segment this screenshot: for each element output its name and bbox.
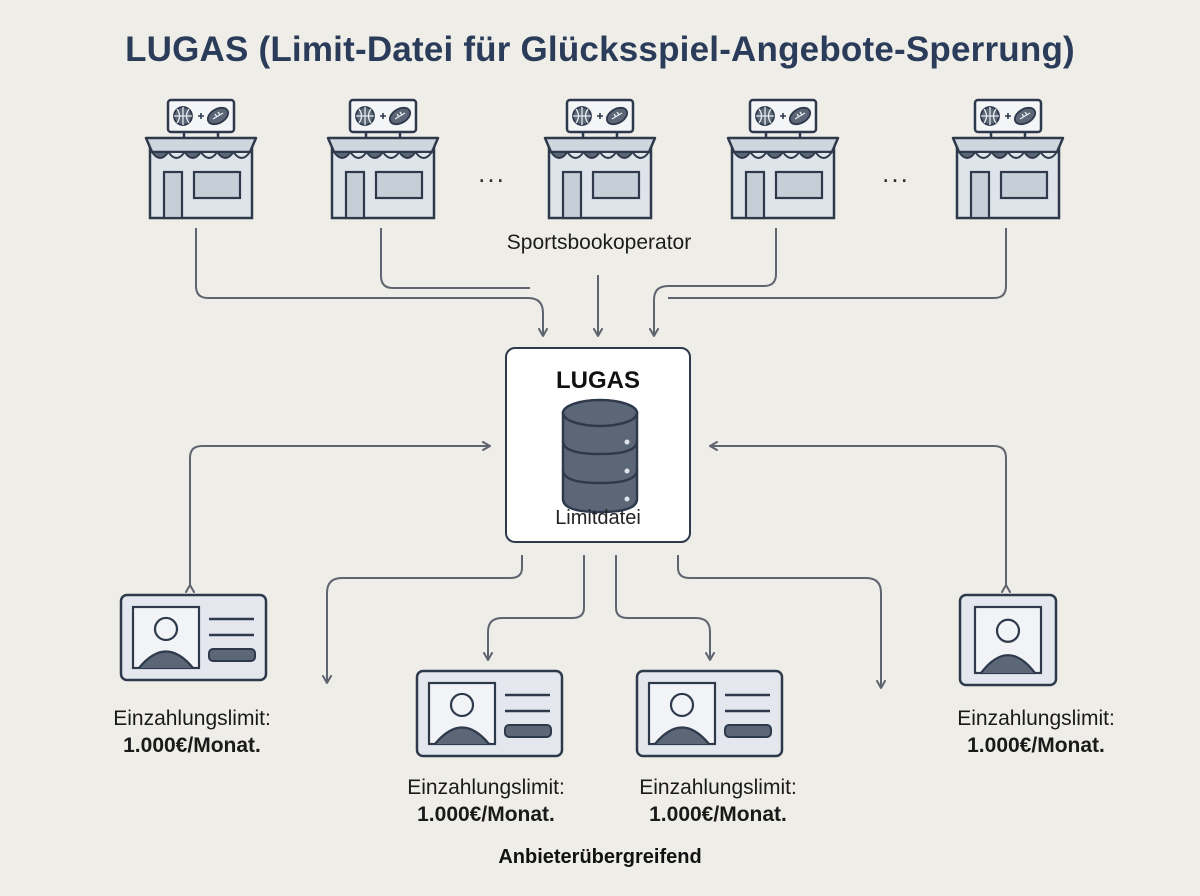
football-icon: [605, 106, 629, 126]
player-connectors: [185, 441, 1011, 689]
ellipsis-right: ...: [882, 158, 910, 188]
connector-operator-2: [381, 228, 526, 318]
player-limit-4-value: 1.000€/Monat.: [967, 734, 1105, 757]
operator-label: Sportsbookoperator: [506, 231, 692, 254]
hub-title: LUGAS: [556, 367, 640, 394]
connector-hub-right-outer: [677, 555, 886, 689]
id-card-icon: [958, 593, 1058, 687]
football-icon: [1013, 106, 1037, 126]
basketball-icon: [173, 106, 193, 126]
id-card-icon: [635, 669, 784, 758]
player-limit-1-value: 1.000€/Monat.: [123, 734, 261, 757]
connector-right-bidirectional: [709, 441, 1011, 593]
connector-hub-left-outer: [322, 555, 523, 684]
lugas-hub-box: LUGAS Limitdatei: [505, 347, 691, 543]
id-card-icon: [119, 593, 268, 682]
connector-operator-5: [668, 228, 1007, 299]
connector-operator-2-visible: [380, 228, 530, 289]
connector-hub-left-inner: [483, 555, 585, 661]
player-limit-3-value: 1.000€/Monat.: [649, 803, 787, 826]
page-title: LUGAS (Limit-Datei für Glücksspiel-Angeb…: [125, 30, 1075, 69]
player-limit-1-label: Einzahlungslimit:: [113, 707, 271, 730]
football-icon: [788, 106, 812, 126]
basketball-icon: [572, 106, 592, 126]
hub-subtitle: Limitdatei: [555, 507, 641, 529]
footer-label: Anbieterübergreifend: [498, 846, 702, 868]
player-limit-4-label: Einzahlungslimit:: [957, 707, 1115, 730]
football-icon: [388, 106, 412, 126]
database-icon: [561, 398, 638, 513]
storefront-icon: [726, 98, 840, 220]
connector-operator-1: [195, 228, 548, 337]
person-icon: [131, 605, 201, 670]
player-limit-4: Einzahlungslimit: 1.000€/Monat.: [957, 705, 1115, 759]
connector-operator-4: [649, 228, 777, 337]
connector-hub-right-inner: [615, 555, 715, 661]
connector-left-bidirectional: [185, 441, 491, 593]
player-id-cards: [119, 593, 1058, 758]
football-icon: [206, 106, 230, 126]
storefront-icon: [326, 98, 440, 220]
operator-connectors: [195, 228, 1007, 337]
storefront-icon: [144, 98, 258, 220]
storefront-icon: [951, 98, 1065, 220]
basketball-icon: [755, 106, 775, 126]
operator-storefronts: [144, 98, 1065, 220]
player-limit-3-label: Einzahlungslimit:: [639, 776, 797, 799]
basketball-icon: [980, 106, 1000, 126]
person-icon: [647, 681, 717, 746]
player-limit-2-value: 1.000€/Monat.: [417, 803, 555, 826]
person-icon: [427, 681, 497, 746]
ellipsis-left: ...: [478, 158, 506, 188]
id-card-icon: [415, 669, 564, 758]
person-icon: [973, 605, 1043, 675]
player-limit-3: Einzahlungslimit: 1.000€/Monat.: [639, 774, 797, 828]
player-limit-2: Einzahlungslimit: 1.000€/Monat.: [407, 774, 565, 828]
player-limit-2-label: Einzahlungslimit:: [407, 776, 565, 799]
storefront-icon: [543, 98, 657, 220]
basketball-icon: [355, 106, 375, 126]
player-limit-1: Einzahlungslimit: 1.000€/Monat.: [113, 705, 271, 759]
